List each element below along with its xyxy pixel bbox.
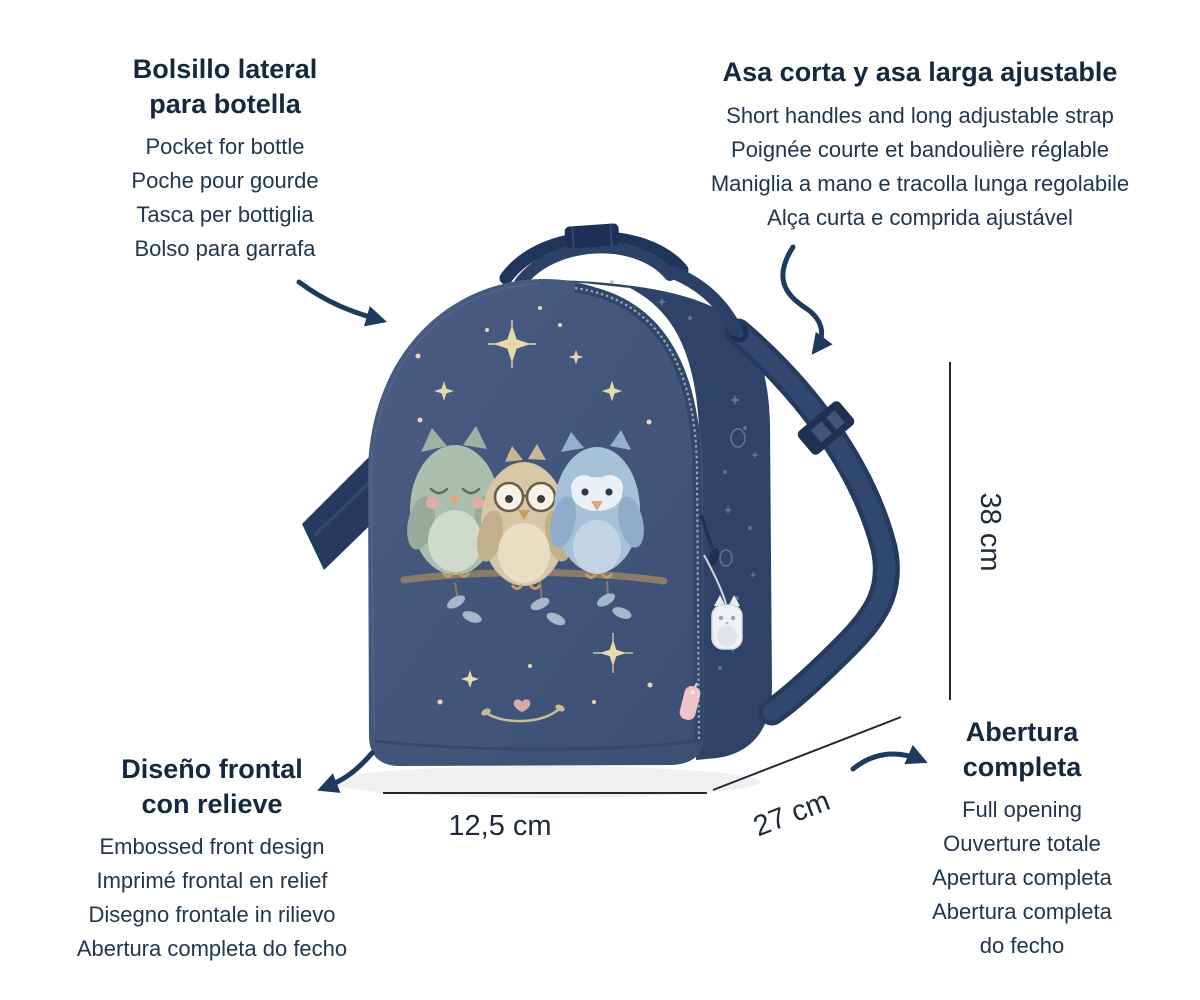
arrow-front-design [317,750,375,793]
strap-buckle [797,401,855,455]
callout-side-pocket-title: Bolsillo lateral para botella [132,54,318,119]
dimension-width-label: 12,5 cm [448,810,552,842]
callout-full-opening-title: Abertura completa [962,717,1082,782]
zipper-pull [708,548,720,566]
callout-line: Maniglia a mano e tracolla lunga regolab… [710,170,1130,196]
top-handle [499,223,743,337]
arrow-full-opening [850,744,928,772]
callout-line: Abertura completa do fecho [76,936,348,962]
callout-line: Short handles and long adjustable strap [726,102,1114,128]
callout-line: Embossed front design [99,834,325,860]
callout-line: Tasca per bottiglia [136,202,314,228]
callout-line: Pocket for bottle [145,134,305,160]
arrow-handles [780,244,833,355]
annotation-arrows [296,244,928,793]
callout-line: Poignée courte et bandoulière réglable [731,136,1109,162]
callout-line: Disegno frontale in rilievo [88,902,336,928]
owl-charm [711,595,743,650]
zipper-pull-cord [699,514,714,549]
callout-line: Alça curta e comprida ajustável [767,204,1073,230]
callout-line: Imprimé frontal en relief [96,868,328,894]
dimension-line-depth [712,716,902,791]
bottom-flourish [481,699,565,723]
callout-line: Bolso para garrafa [134,236,316,262]
side-panel-pattern [610,280,760,670]
callout-side-pocket: Bolsillo lateral para botella Pocket for… [55,52,395,266]
dimension-lines [383,362,951,794]
arrow-side-pocket [296,279,388,327]
bag-shadow [330,766,760,798]
callout-line: Poche pour gourde [131,168,319,194]
callout-full-opening: Abertura completa Full opening Ouverture… [857,715,1187,964]
stars [415,306,653,705]
callout-front-design: Diseño frontal con relieve Embossed fron… [37,752,387,966]
zipper [574,283,720,741]
callout-line: Abertura completa do fecho [932,899,1112,959]
callout-front-design-title: Diseño frontal con relieve [121,754,303,819]
dimension-height-label: 38 cm [974,492,1006,572]
front-artwork [400,306,668,723]
handle-wrap [564,223,620,249]
pink-tag [679,686,701,720]
callout-line: Apertura completa [932,865,1112,891]
callout-line: Full opening [962,797,1082,823]
callout-handles-title: Asa corta y asa larga ajustable [722,57,1118,87]
callout-line: Ouverture totale [943,831,1101,857]
owl-right [550,430,644,579]
zipper-charms [679,554,743,720]
callout-handles: Asa corta y asa larga ajustable Short ha… [640,55,1200,235]
